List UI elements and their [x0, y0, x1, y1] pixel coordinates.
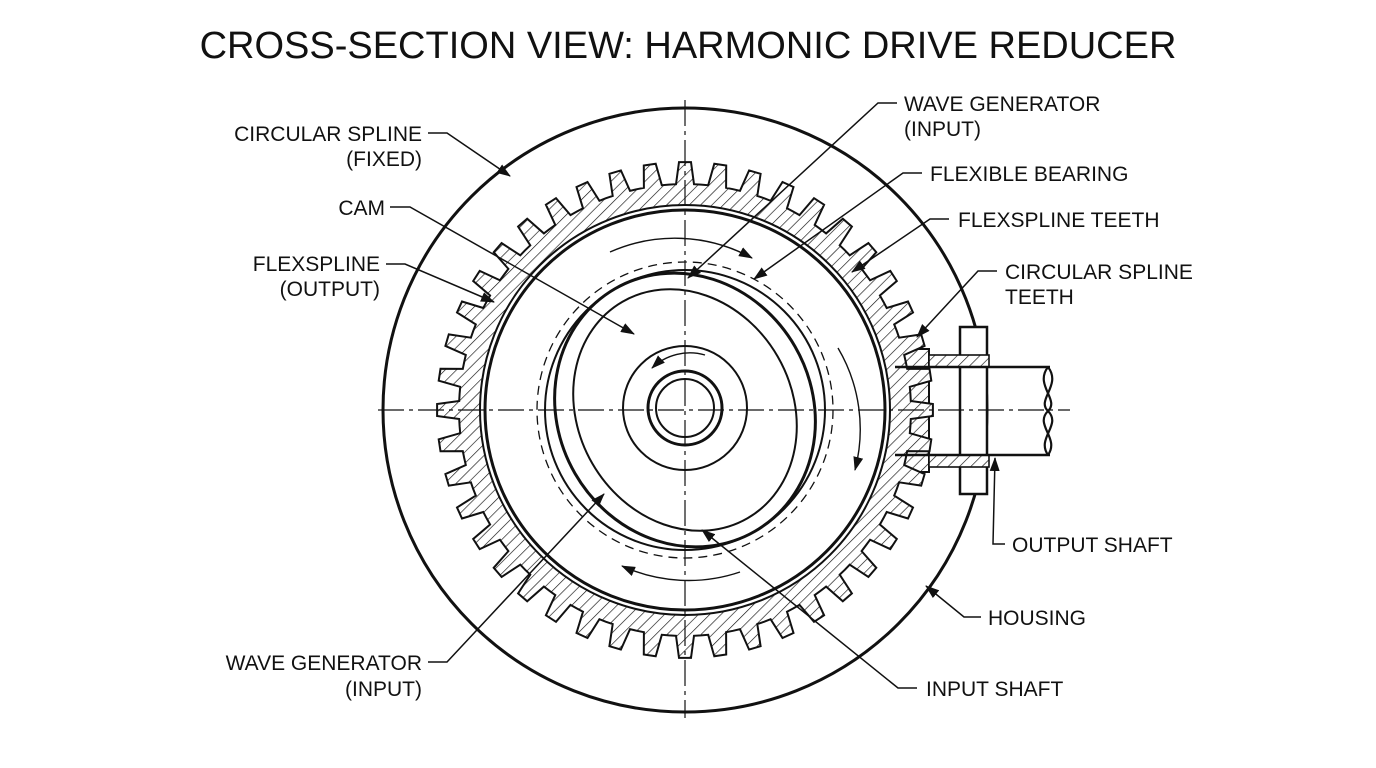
svg-text:CAM: CAM — [338, 197, 385, 220]
label-cam: CAM — [338, 197, 385, 220]
label-wave-generator-bottom: WAVE GENERATOR (INPUT) — [226, 652, 422, 701]
svg-text:(INPUT): (INPUT) — [345, 678, 422, 701]
svg-text:(FIXED): (FIXED) — [346, 148, 422, 171]
label-circular-spline-teeth: CIRCULAR SPLINE TEETH — [1005, 261, 1193, 309]
svg-text:(INPUT): (INPUT) — [904, 118, 981, 141]
svg-text:CIRCULAR SPLINE: CIRCULAR SPLINE — [234, 123, 422, 146]
svg-text:INPUT SHAFT: INPUT SHAFT — [926, 678, 1063, 701]
wave-generator-outer — [553, 271, 817, 549]
label-flexible-bearing: FLEXIBLE BEARING — [930, 163, 1128, 186]
wave-generator-inner — [572, 288, 798, 532]
svg-text:(OUTPUT): (OUTPUT) — [280, 278, 380, 301]
output-shaft — [895, 365, 1054, 457]
svg-text:CIRCULAR SPLINE: CIRCULAR SPLINE — [1005, 261, 1193, 284]
rotation-arrows — [609, 237, 864, 582]
svg-text:WAVE GENERATOR: WAVE GENERATOR — [904, 93, 1100, 116]
label-wave-generator-top: WAVE GENERATOR (INPUT) — [904, 93, 1100, 141]
label-input-shaft: INPUT SHAFT — [926, 678, 1063, 701]
flexspline-outer-circle — [483, 208, 887, 612]
svg-text:FLEXSPLINE TEETH: FLEXSPLINE TEETH — [958, 209, 1160, 232]
leader-lines — [386, 102, 1005, 689]
label-flexspline: FLEXSPLINE (OUTPUT) — [253, 253, 380, 301]
svg-text:HOUSING: HOUSING — [988, 607, 1086, 630]
label-output-shaft: OUTPUT SHAFT — [1012, 534, 1173, 557]
diagram-title: CROSS-SECTION VIEW: HARMONIC DRIVE REDUC… — [200, 25, 1177, 67]
label-flexspline-teeth: FLEXSPLINE TEETH — [958, 209, 1160, 232]
svg-text:FLEXSPLINE: FLEXSPLINE — [253, 253, 380, 276]
label-circular-spline: CIRCULAR SPLINE (FIXED) — [234, 123, 422, 171]
svg-text:WAVE GENERATOR: WAVE GENERATOR — [226, 652, 422, 675]
label-housing: HOUSING — [988, 607, 1086, 630]
svg-text:OUTPUT SHAFT: OUTPUT SHAFT — [1012, 534, 1173, 557]
svg-text:TEETH: TEETH — [1005, 286, 1074, 309]
svg-text:FLEXIBLE BEARING: FLEXIBLE BEARING — [930, 163, 1128, 186]
